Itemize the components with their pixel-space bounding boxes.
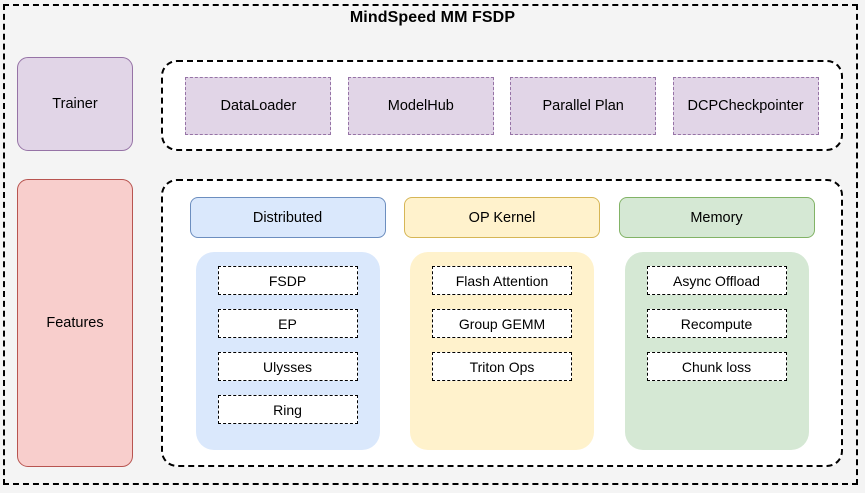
page-title: MindSpeed MM FSDP [349,9,516,26]
column-op-kernel: OP Kernel Flash Attention Group GEMM Tri… [404,197,600,450]
column-header-distributed[interactable]: Distributed [189,197,386,238]
chip-dcpcheckpointer-label: DCPCheckpointer [687,97,804,114]
chip-dataloader-label: DataLoader [220,97,297,114]
column-memory: Memory Async Offload Recompute Chunk los… [618,197,815,450]
trainer-component-group: DataLoader ModelHub Parallel Plan DCPChe… [161,60,843,151]
feature-item-flash-attention[interactable]: Flash Attention [432,266,572,295]
rail-label-features: Features [17,179,133,467]
feature-item-ulysses-label: Ulysses [262,358,312,375]
feature-item-flash-attention-label: Flash Attention [455,272,549,289]
column-header-distributed-label: Distributed [252,209,323,226]
column-header-memory-label: Memory [690,209,743,226]
feature-item-triton-ops[interactable]: Triton Ops [432,352,572,381]
feature-item-ulysses[interactable]: Ulysses [217,352,358,381]
feature-item-chunk-loss[interactable]: Chunk loss [646,352,787,381]
feature-item-recompute-label: Recompute [680,315,753,332]
feature-item-ring-label: Ring [273,401,302,418]
column-distributed: Distributed FSDP EP Ulysses Ring [189,197,386,450]
chip-modelhub[interactable]: ModelHub [347,76,494,135]
feature-columns: Distributed FSDP EP Ulysses Ring [163,181,841,465]
feature-item-group-gemm[interactable]: Group GEMM [432,309,572,338]
column-panel-op-kernel: Flash Attention Group GEMM Triton Ops [410,252,594,450]
column-header-op-kernel-label: OP Kernel [468,209,536,226]
column-panel-distributed: FSDP EP Ulysses Ring [195,252,380,450]
chip-modelhub-label: ModelHub [387,97,454,114]
feature-item-async-offload[interactable]: Async Offload [646,266,787,295]
feature-item-triton-ops-label: Triton Ops [469,358,535,375]
feature-item-ring[interactable]: Ring [217,395,358,424]
feature-item-fsdp-label: FSDP [268,272,307,289]
column-header-op-kernel[interactable]: OP Kernel [404,197,600,238]
chip-parallel-plan[interactable]: Parallel Plan [510,76,657,135]
chip-dataloader[interactable]: DataLoader [185,76,332,135]
feature-item-recompute[interactable]: Recompute [646,309,787,338]
chip-dcpcheckpointer[interactable]: DCPCheckpointer [672,76,819,135]
feature-item-async-offload-label: Async Offload [673,272,760,289]
column-panel-memory: Async Offload Recompute Chunk loss [624,252,809,450]
chip-parallel-plan-label: Parallel Plan [542,97,624,114]
feature-item-ep[interactable]: EP [217,309,358,338]
rail-label-trainer: Trainer [17,57,133,151]
feature-item-chunk-loss-label: Chunk loss [681,358,752,375]
trainer-chip-row: DataLoader ModelHub Parallel Plan DCPChe… [163,62,841,149]
feature-item-fsdp[interactable]: FSDP [217,266,358,295]
rail-features-label: Features [46,315,104,331]
feature-item-group-gemm-label: Group GEMM [458,315,546,332]
rail-trainer-label: Trainer [52,96,98,112]
features-component-group: Distributed FSDP EP Ulysses Ring [161,179,843,467]
feature-item-ep-label: EP [278,315,297,332]
column-header-memory[interactable]: Memory [618,197,815,238]
